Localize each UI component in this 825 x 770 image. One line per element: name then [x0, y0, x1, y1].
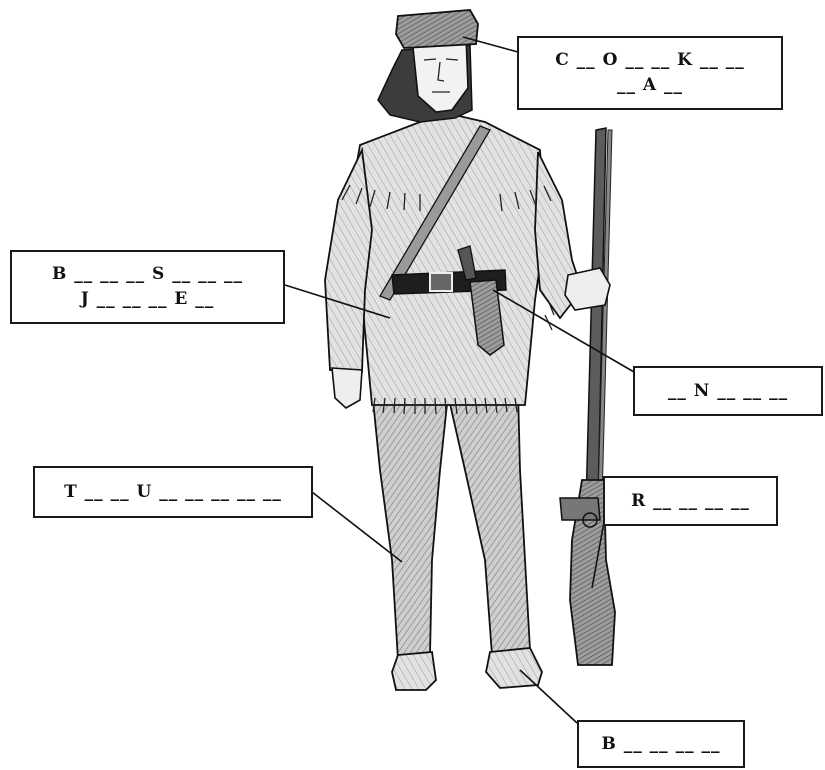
coonskin-cap — [396, 10, 478, 48]
label-buckskin-jacket-line1: B __ __ __ S __ __ __ — [52, 262, 243, 287]
label-rifle: R __ __ __ __ — [603, 476, 778, 526]
label-knife-line1: __ N __ __ __ — [668, 379, 788, 404]
label-trousers: T __ __ U __ __ __ __ __ — [33, 466, 313, 518]
label-coonskin-cap-line2: __ A __ — [617, 73, 683, 98]
label-boots-line1: B __ __ __ __ — [601, 732, 720, 757]
head — [378, 10, 478, 122]
label-rifle-line1: R __ __ __ __ — [631, 489, 750, 514]
label-buckskin-jacket-line2: J __ __ __ E __ — [81, 287, 215, 312]
boot-left — [392, 652, 436, 690]
rifle-lock — [560, 498, 600, 520]
label-trousers-line1: T __ __ U __ __ __ __ __ — [64, 480, 282, 505]
trousers — [372, 390, 530, 660]
trouser-right-leg — [448, 390, 530, 655]
label-buckskin-jacket: B __ __ __ S __ __ __ J __ __ __ E __ — [10, 250, 285, 324]
leader-boots — [520, 670, 577, 723]
label-coonskin-cap: C __ O __ __ K __ __ __ A __ — [517, 36, 783, 110]
label-knife: __ N __ __ __ — [633, 366, 823, 416]
label-coonskin-cap-line1: C __ O __ __ K __ __ — [555, 48, 745, 73]
label-boots: B __ __ __ __ — [577, 720, 745, 768]
right-hand — [565, 268, 610, 310]
boots — [392, 648, 542, 690]
jacket-torso — [345, 115, 545, 405]
trouser-left-leg — [372, 390, 448, 660]
left-hand — [332, 368, 362, 408]
belt-buckle — [430, 273, 452, 291]
buckskin-jacket — [325, 115, 582, 414]
rifle — [560, 128, 615, 665]
